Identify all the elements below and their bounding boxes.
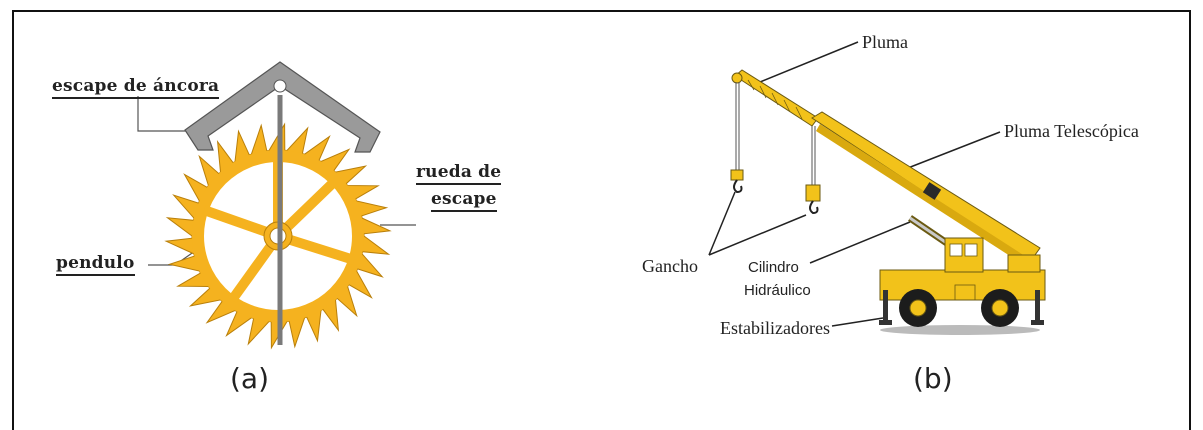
- caption-a: (a): [230, 362, 270, 395]
- label-telescopic-boom: Pluma Telescópica: [1004, 121, 1139, 141]
- leader-cylinder: [809, 221, 911, 264]
- hook-cables: [735, 82, 816, 190]
- telescopic-boom: [811, 111, 1041, 265]
- leader-hook-1: [708, 191, 736, 256]
- leader-boom: [759, 41, 859, 83]
- label-escape-wheel-line2: escape: [431, 189, 497, 212]
- label-boom: Pluma: [862, 32, 909, 52]
- crane-body: [879, 237, 1046, 301]
- hook-blocks: [730, 169, 821, 215]
- crane-wheels: [899, 289, 1019, 327]
- lattice-jib: [731, 69, 819, 127]
- label-anchor-escapement: escape de áncora: [52, 76, 220, 99]
- escapement-diagram: [137, 61, 416, 350]
- caption-b: (b): [913, 362, 953, 395]
- leader-lines-b: [708, 41, 1001, 327]
- label-cylinder-line2: Hidráulico: [744, 282, 811, 299]
- leader-anchor: [137, 96, 195, 132]
- label-stabilizers: Estabilizadores: [720, 318, 830, 338]
- leader-stabilizers: [831, 317, 884, 327]
- figure-frame: [12, 10, 1191, 430]
- label-escape-wheel-line1: rueda de: [416, 162, 502, 185]
- label-pendulum: pendulo: [56, 253, 135, 276]
- ground-shadow: [880, 325, 1040, 335]
- leader-hook-2: [708, 214, 807, 256]
- anchor-escapement: [184, 61, 381, 153]
- label-cylinder-line1: Cilindro: [748, 259, 799, 276]
- label-hook: Gancho: [642, 256, 698, 276]
- crane-diagram: [708, 41, 1046, 335]
- stabilizers: [879, 290, 1044, 325]
